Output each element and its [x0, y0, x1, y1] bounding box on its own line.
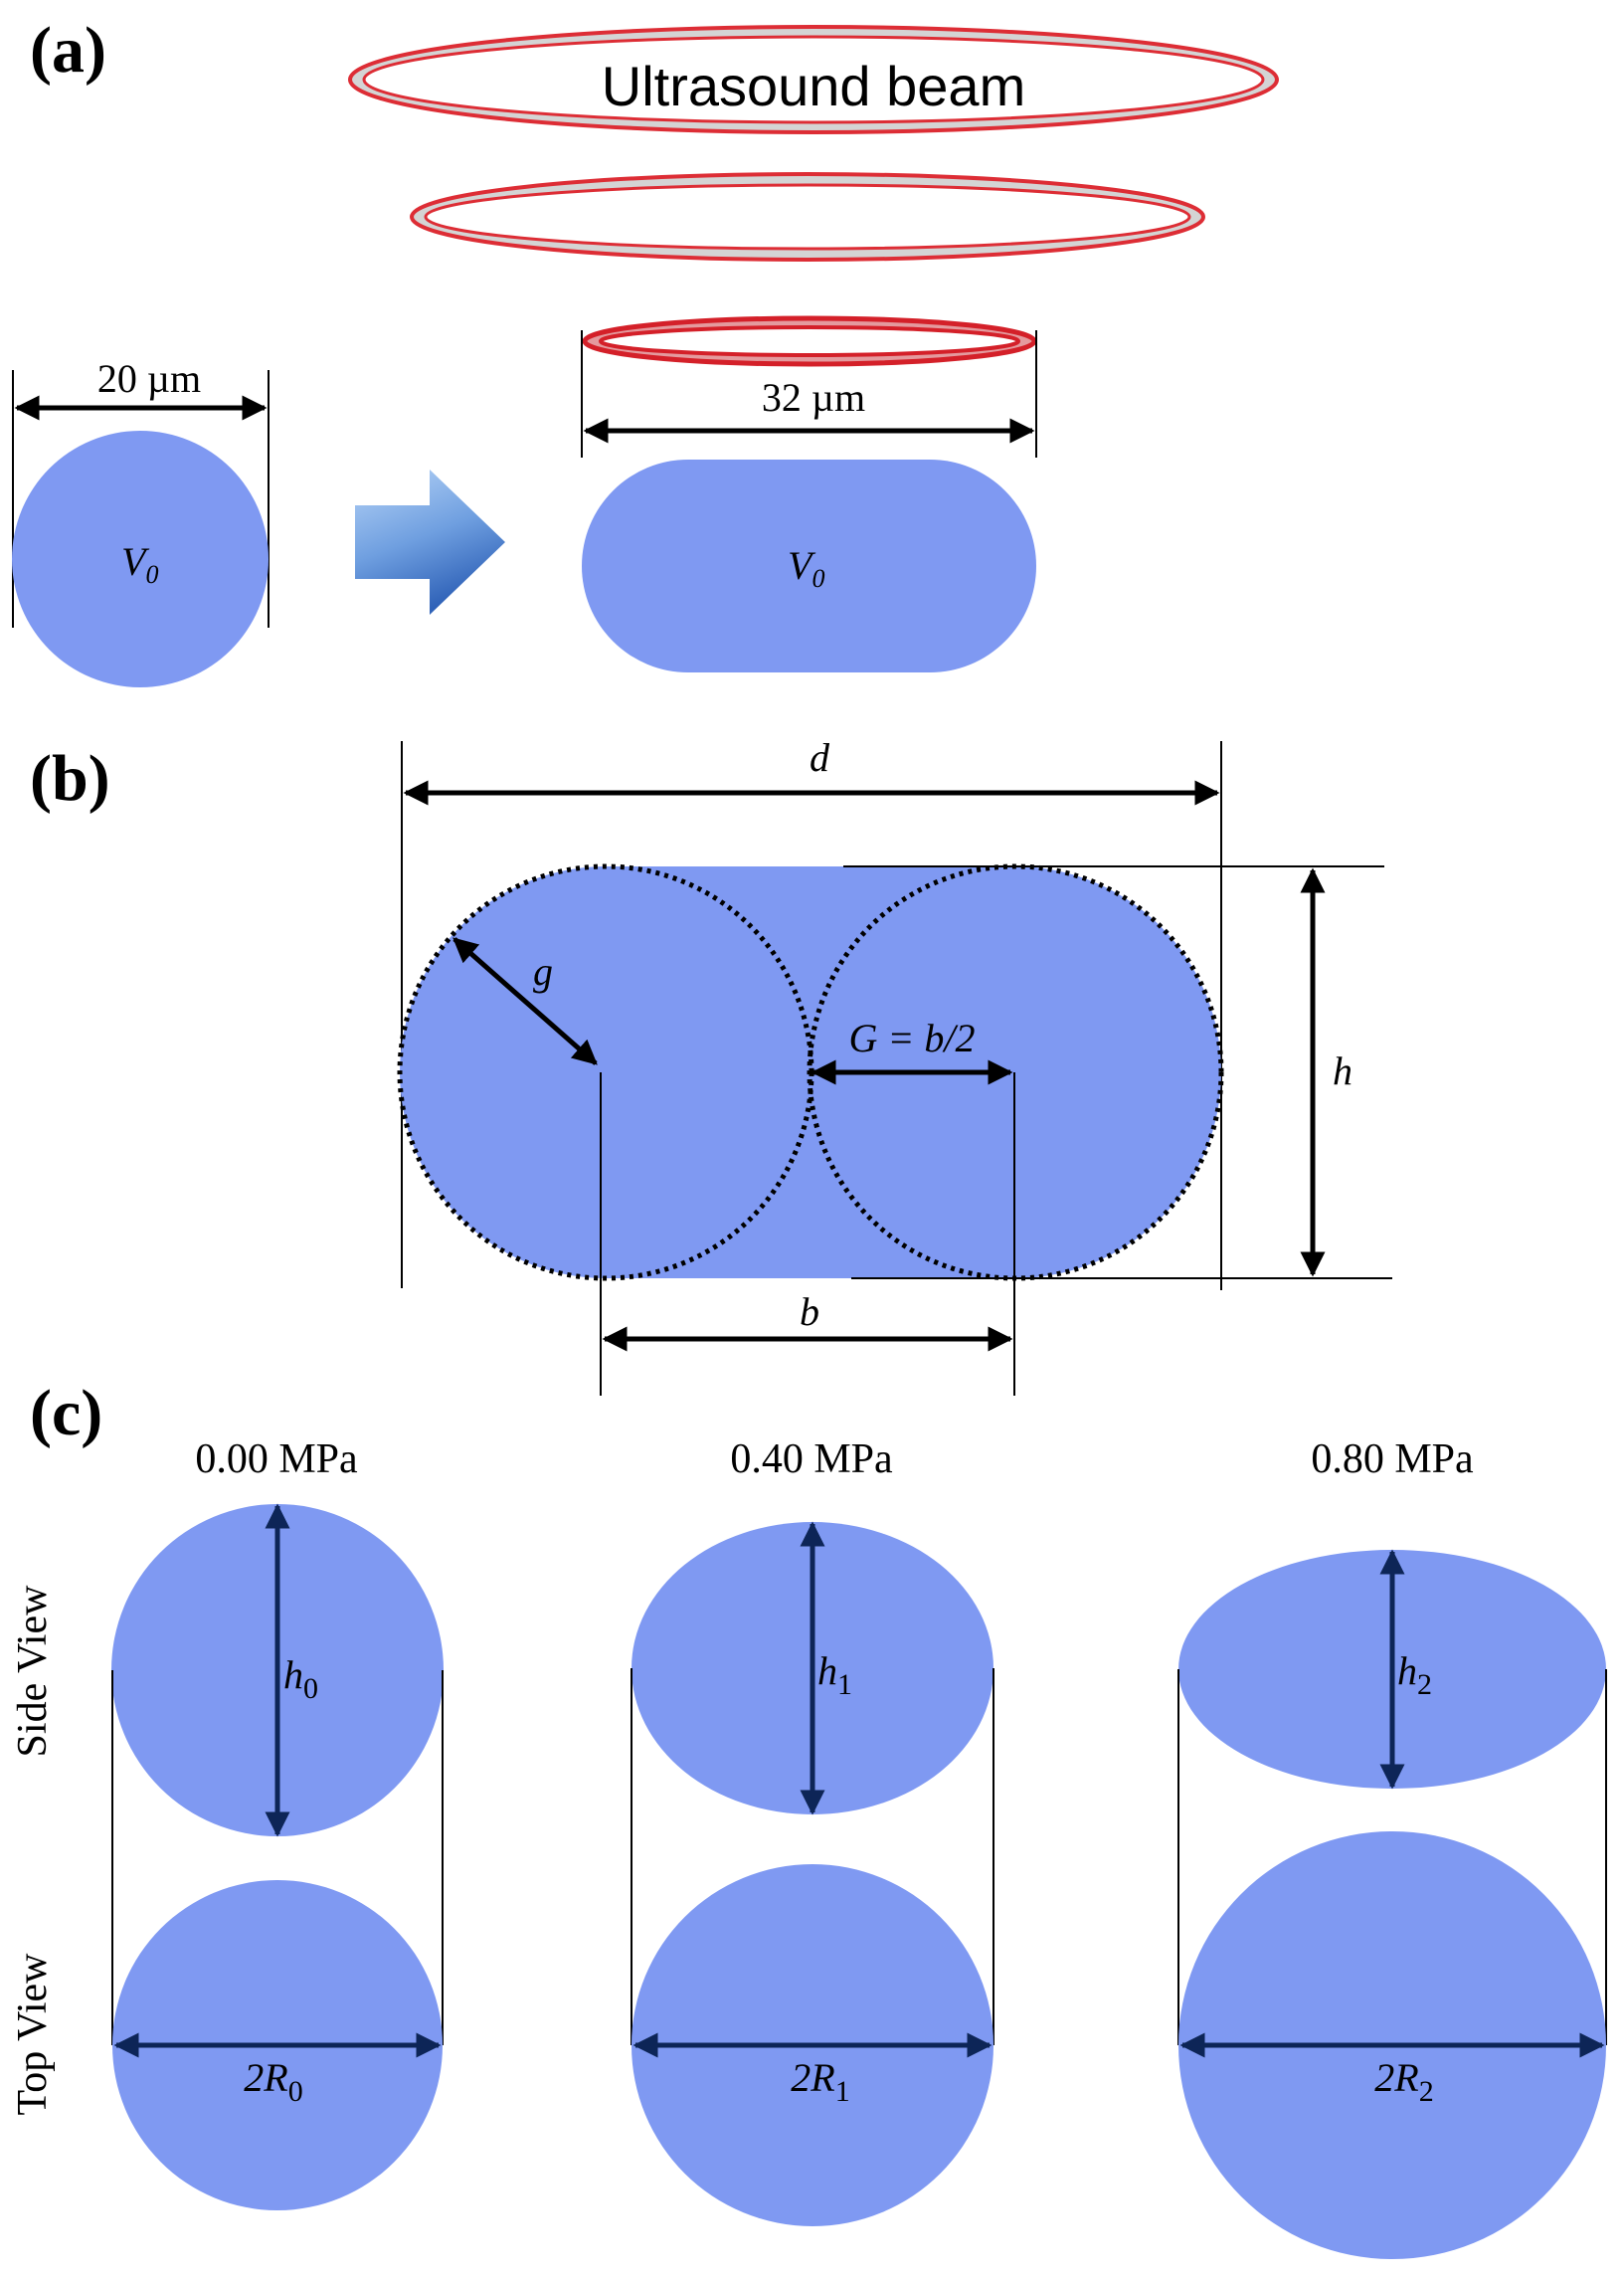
ultrasound-ring-icon: [348, 25, 1279, 367]
pressure-label-0: 0.00 MPa: [195, 1436, 358, 1482]
g-label: g: [533, 949, 553, 994]
panel-c-label: (c): [30, 1377, 102, 1449]
microbubble-after: [582, 460, 1036, 672]
h2-label: h2: [1397, 1648, 1432, 1701]
panel-b-label: (b): [30, 742, 110, 815]
d-label: d: [810, 735, 830, 780]
pressure-column-1: 0.40 MPa h1 2R1: [631, 1436, 994, 2226]
pressure-label-1: 0.40 MPa: [730, 1436, 893, 1482]
width-after-label: 32 µm: [762, 375, 865, 420]
block-arrow-right-icon: [355, 470, 505, 615]
R2-label: 2R2: [1374, 2055, 1433, 2108]
G-label: G = b/2: [849, 1016, 976, 1060]
pressure-column-2: 0.80 MPa h2 2R2: [1177, 1436, 1607, 2259]
width-before-label: 20 µm: [97, 356, 201, 401]
beam-label: Ultrasound beam: [602, 55, 1025, 117]
volume-after-label: V0: [788, 543, 824, 593]
pressure-column-0: 0.00 MPa h0 2R0: [111, 1436, 444, 2210]
pressure-label-2: 0.80 MPa: [1311, 1436, 1474, 1482]
volume-before-label: V0: [121, 539, 158, 589]
deformed-bubble-model: [397, 863, 1224, 1281]
h1-label: h1: [817, 1648, 852, 1701]
top-view-label: Top View: [10, 1953, 56, 2116]
panel-a-label: (a): [30, 14, 106, 87]
R0-label: 2R0: [244, 2055, 302, 2108]
h0-label: h0: [283, 1652, 318, 1705]
b-label: b: [800, 1289, 819, 1334]
h-label: h: [1333, 1048, 1353, 1093]
R1-label: 2R1: [791, 2055, 849, 2108]
side-view-label: Side View: [10, 1585, 56, 1758]
microbubble-before: [12, 431, 269, 687]
g-radius-arrow: [452, 937, 598, 1065]
